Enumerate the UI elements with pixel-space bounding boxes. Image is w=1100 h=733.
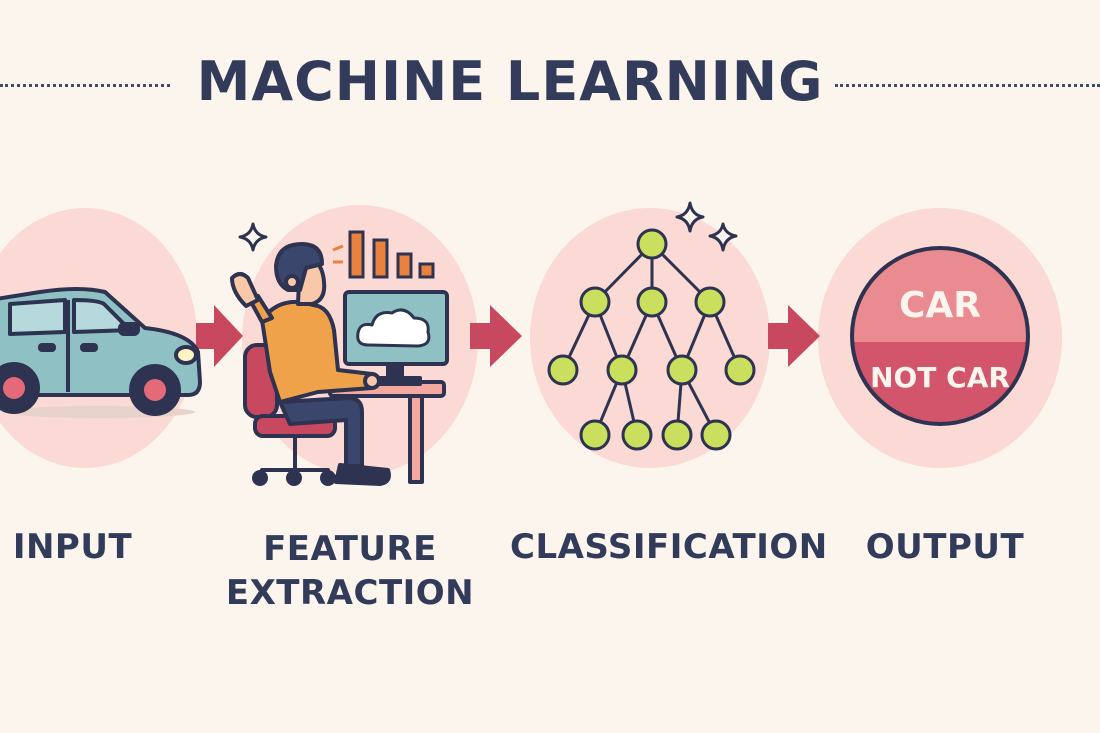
arrow-1-icon — [196, 305, 243, 367]
sparkle-icon — [238, 222, 268, 252]
arrow-3-icon — [768, 305, 820, 367]
output-not-car-label: NOT CAR — [870, 361, 1010, 394]
arrow-2-icon — [470, 305, 522, 367]
diagram-title: MACHINE LEARNING — [196, 50, 824, 113]
stage-circle-classification — [530, 208, 770, 468]
stage-label-feature-extraction: FEATURE EXTRACTION — [215, 527, 485, 615]
bar-chart-icon — [332, 230, 435, 279]
stage-label-output: OUTPUT — [865, 527, 1025, 567]
decision-tree-icon — [547, 228, 756, 451]
stage-label-classification: CLASSIFICATION — [510, 527, 828, 567]
title-divider-left — [0, 84, 170, 87]
stage-label-input: INPUT — [12, 527, 133, 567]
stage-label-feature-line2: EXTRACTION — [225, 573, 475, 613]
person-at-computer-icon — [230, 242, 449, 486]
cloud-icon — [356, 308, 431, 348]
output-car-label: CAR — [899, 285, 981, 326]
sparkle-icon — [675, 201, 738, 252]
stage-label-feature-line1: FEATURE — [263, 529, 437, 569]
car-icon — [0, 287, 202, 418]
title-divider-right — [835, 84, 1100, 87]
